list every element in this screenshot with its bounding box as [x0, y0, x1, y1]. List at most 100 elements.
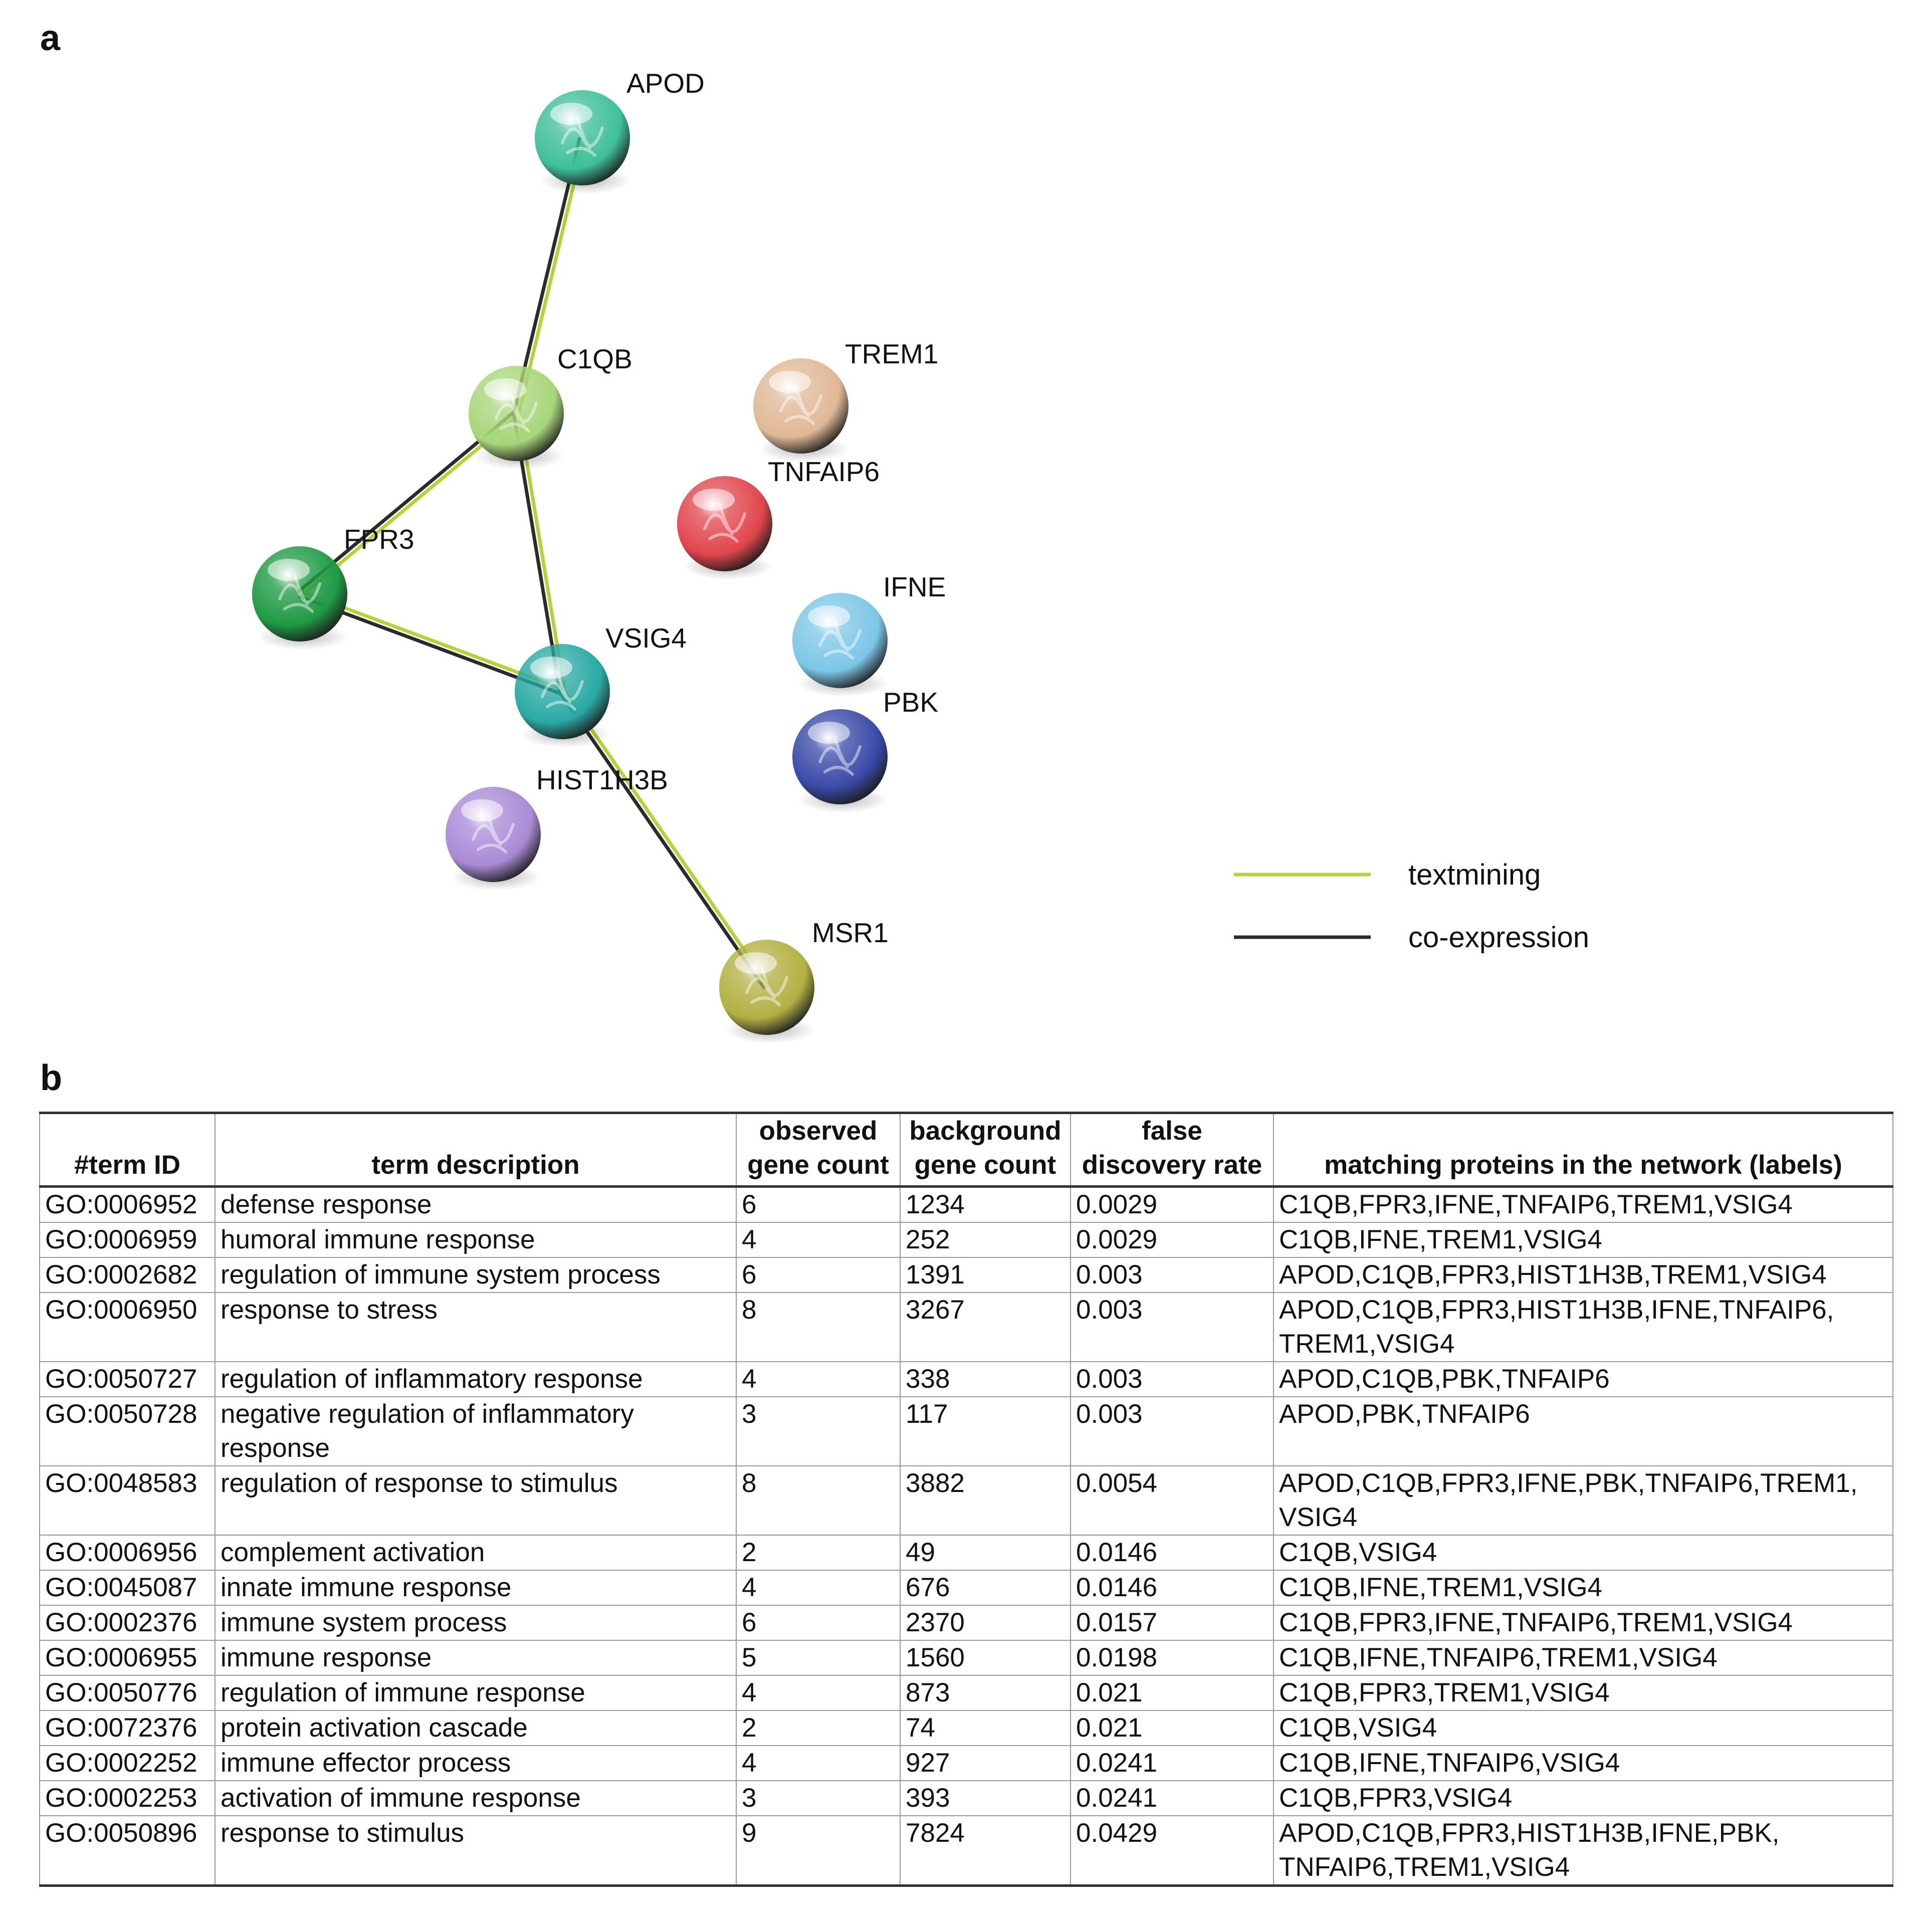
table-cell: response to stress: [215, 1292, 737, 1362]
table-cell: 4: [736, 1222, 901, 1258]
table-cell: APOD,C1QB,FPR3,HIST1H3B,IFNE,TNFAIP6, TR…: [1273, 1292, 1893, 1362]
table-cell: humoral immune response: [215, 1222, 737, 1258]
table-cell: GO:0002376: [39, 1605, 216, 1641]
table-cell: C1QB,FPR3,VSIG4: [1273, 1780, 1893, 1816]
table-cell: C1QB,IFNE,TNFAIP6,VSIG4: [1273, 1745, 1893, 1781]
table-cell: C1QB,FPR3,IFNE,TNFAIP6,TREM1,VSIG4: [1273, 1186, 1893, 1223]
node-highlight: [484, 378, 526, 400]
table-cell: 3882: [900, 1465, 1071, 1536]
node-label-pbk: PBK: [883, 687, 938, 718]
table-cell: APOD,C1QB,PBK,TNFAIP6: [1273, 1361, 1893, 1397]
column-header: term description: [215, 1113, 737, 1187]
table-cell: 0.003: [1070, 1361, 1274, 1397]
column-header: #term ID: [39, 1113, 216, 1187]
panel-b-letter: b: [40, 1058, 62, 1098]
table-cell: regulation of response to stimulus: [215, 1465, 737, 1536]
table-cell: 117: [900, 1396, 1071, 1466]
table-cell: 0.003: [1070, 1396, 1274, 1466]
table-cell: 0.0241: [1070, 1745, 1274, 1781]
table-cell: GO:0045087: [39, 1570, 216, 1606]
table-cell: 0.0198: [1070, 1640, 1274, 1676]
table-cell: GO:0006955: [39, 1640, 216, 1676]
table-cell: C1QB,VSIG4: [1273, 1710, 1893, 1746]
table-cell: APOD,C1QB,FPR3,HIST1H3B,TREM1,VSIG4: [1273, 1257, 1893, 1293]
table-cell: complement activation: [215, 1535, 737, 1571]
node-trem1[interactable]: TREM1: [753, 338, 938, 463]
table-cell: 8: [736, 1465, 901, 1536]
table-cell: protein activation cascade: [215, 1710, 737, 1746]
node-highlight: [769, 371, 811, 393]
table-cell: 3: [736, 1780, 901, 1816]
node-highlight: [808, 722, 850, 744]
column-header: matching proteins in the network (labels…: [1273, 1113, 1893, 1187]
node-label-c1qb: C1QB: [557, 343, 632, 374]
table-cell: 7824: [900, 1815, 1071, 1886]
table-cell: GO:0006956: [39, 1535, 216, 1571]
node-highlight: [550, 103, 592, 125]
node-fpr3[interactable]: FPR3: [252, 524, 414, 651]
table-cell: 927: [900, 1745, 1071, 1781]
table-cell: APOD,C1QB,FPR3,HIST1H3B,IFNE,PBK, TNFAIP…: [1273, 1815, 1893, 1886]
node-highlight: [530, 657, 572, 679]
table-cell: 5: [736, 1640, 901, 1676]
node-apod[interactable]: APOD: [535, 68, 705, 194]
table-cell: GO:0050727: [39, 1361, 216, 1397]
node-tnfaip6[interactable]: TNFAIP6: [677, 456, 880, 580]
table-cell: 252: [900, 1222, 1071, 1258]
table-cell: 0.0146: [1070, 1535, 1274, 1571]
table-cell: GO:0050728: [39, 1396, 216, 1466]
table-cell: GO:0072376: [39, 1710, 216, 1746]
table-cell: 1234: [900, 1186, 1071, 1223]
table-cell: APOD,PBK,TNFAIP6: [1273, 1396, 1893, 1466]
legend-label-textmining: textmining: [1408, 858, 1541, 891]
node-vsig4[interactable]: VSIG4: [515, 622, 687, 748]
table-cell: GO:0006959: [39, 1222, 216, 1258]
table-cell: 0.0241: [1070, 1780, 1274, 1816]
table-cell: immune system process: [215, 1605, 737, 1641]
table-cell: 0.021: [1070, 1710, 1274, 1746]
table-cell: 4: [736, 1361, 901, 1397]
table-cell: C1QB,IFNE,TNFAIP6,TREM1,VSIG4: [1273, 1640, 1893, 1676]
table-cell: 4: [736, 1675, 901, 1711]
table-cell: C1QB,IFNE,TREM1,VSIG4: [1273, 1570, 1893, 1606]
table-cell: APOD,C1QB,FPR3,IFNE,PBK,TNFAIP6,TREM1, V…: [1273, 1465, 1893, 1536]
column-header: observed gene count: [736, 1113, 901, 1187]
table-cell: activation of immune response: [215, 1780, 737, 1816]
node-hist1h3b[interactable]: HIST1H3B: [446, 764, 668, 891]
node-highlight: [461, 799, 503, 821]
node-msr1[interactable]: MSR1: [719, 917, 889, 1044]
table-cell: regulation of immune response: [215, 1675, 737, 1711]
table-cell: C1QB,FPR3,TREM1,VSIG4: [1273, 1675, 1893, 1711]
table-cell: GO:0006950: [39, 1292, 216, 1362]
table-cell: 0.0429: [1070, 1815, 1274, 1886]
node-label-vsig4: VSIG4: [605, 622, 687, 654]
table-cell: 2370: [900, 1605, 1071, 1641]
node-ifne[interactable]: IFNE: [792, 571, 946, 697]
table-cell: negative regulation of inflammatory resp…: [215, 1396, 737, 1466]
node-label-apod: APOD: [626, 68, 705, 99]
table-cell: 6: [736, 1257, 901, 1293]
node-highlight: [808, 605, 850, 627]
node-highlight: [735, 952, 777, 974]
panel-a-letter: a: [40, 18, 61, 58]
node-label-fpr3: FPR3: [344, 524, 414, 555]
node-pbk[interactable]: PBK: [792, 687, 938, 813]
table-cell: 6: [736, 1186, 901, 1223]
node-c1qb[interactable]: C1QB: [469, 343, 632, 470]
table-cell: 0.003: [1070, 1257, 1274, 1293]
table-cell: GO:0002253: [39, 1780, 216, 1816]
